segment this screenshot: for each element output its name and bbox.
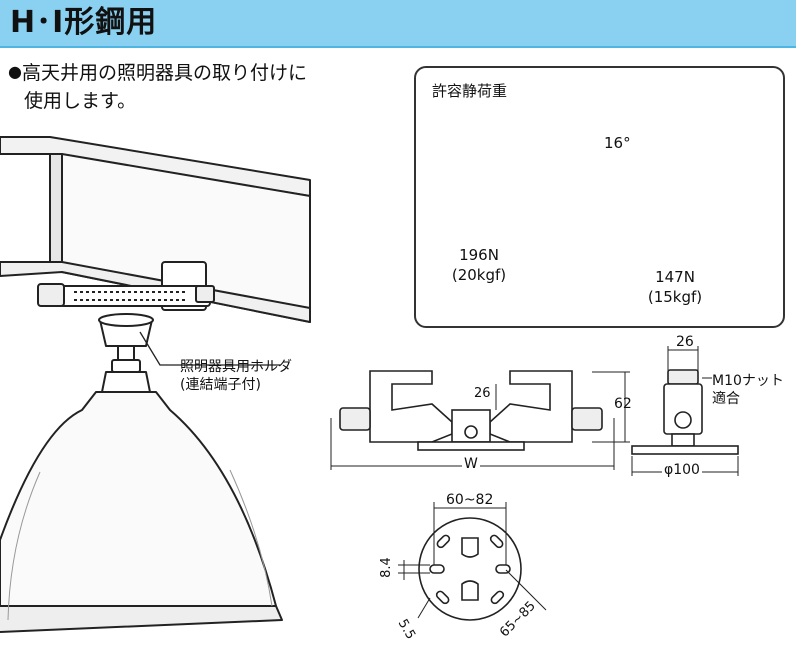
- panel-title: 許容静荷重: [432, 82, 508, 100]
- end-view-drawing: [631, 369, 739, 455]
- right-load-kgf: (15kgf): [647, 288, 703, 306]
- page-title: H･I形鋼用: [10, 5, 158, 40]
- left-load-kgf: (20kgf): [451, 266, 507, 284]
- dim-side-height: 62: [614, 396, 632, 412]
- header-bar: H･I形鋼用: [0, 0, 796, 48]
- nut-label: M10ナット: [712, 373, 784, 389]
- lamp-shade: [0, 391, 283, 633]
- dim-slot-width: 8.4: [378, 557, 394, 578]
- product-description: ●高天井用の照明器具の取り付けに 使用します。: [8, 58, 388, 115]
- bottom-plate-dimensions: [398, 502, 547, 619]
- side-view-drawing: [339, 370, 603, 451]
- right-load-newton: 147N: [655, 268, 695, 286]
- bottom-plate-drawing: [418, 517, 522, 621]
- holder-callout-sublabel: (連結端子付): [180, 377, 261, 393]
- description-line-2: 使用します。: [24, 90, 137, 112]
- dim-slot-span: 60~82: [446, 492, 494, 508]
- angle-label: 16°: [604, 134, 631, 152]
- beam-clamp: [37, 261, 215, 311]
- nut-sublabel: 適合: [712, 391, 740, 407]
- dim-width: W: [462, 456, 480, 472]
- bullet-icon: ●: [8, 62, 22, 81]
- dim-diameter: φ100: [662, 462, 702, 478]
- description-line-1: 高天井用の照明器具の取り付けに: [21, 62, 307, 84]
- dim-end-width: 26: [676, 334, 694, 350]
- dim-inner-height: 26: [474, 386, 491, 401]
- left-load-newton: 196N: [459, 246, 499, 264]
- fixture-holder: [98, 313, 154, 393]
- h-beam: [0, 136, 311, 323]
- allowable-load-panel: 許容静荷重: [414, 66, 785, 328]
- holder-callout-label: 照明器具用ホルダ: [180, 359, 292, 375]
